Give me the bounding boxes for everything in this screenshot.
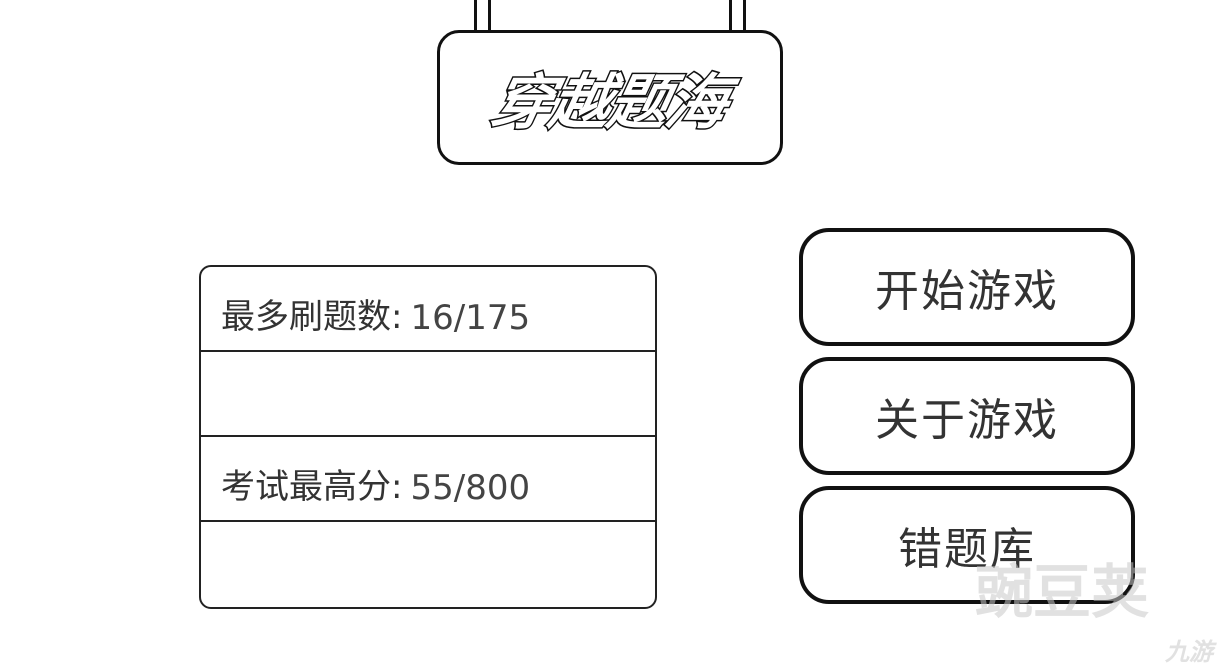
stats-panel: 最多刷题数:16/175 考试最高分:55/800 bbox=[199, 265, 657, 609]
stat-label: 最多刷题数: bbox=[221, 297, 403, 337]
watermark-wandoujia: 豌豆荚 bbox=[975, 558, 1150, 626]
stat-value: 16/175 bbox=[410, 298, 531, 338]
sign-post-right bbox=[729, 0, 746, 32]
stat-value: 55/800 bbox=[410, 468, 531, 508]
stat-row-max-questions: 最多刷题数:16/175 bbox=[201, 267, 655, 352]
sign-post-left bbox=[474, 0, 491, 32]
about-game-button[interactable]: 关于游戏 bbox=[799, 357, 1135, 475]
start-game-button[interactable]: 开始游戏 bbox=[799, 228, 1135, 346]
watermark-jiuyou: 九游 bbox=[1165, 638, 1213, 666]
stat-row-empty bbox=[201, 352, 655, 437]
game-title: 穿越题海 bbox=[484, 67, 734, 140]
mistake-bank-button[interactable]: 错题库 bbox=[799, 486, 1135, 604]
title-sign: 穿越题海 bbox=[437, 30, 783, 165]
stat-row-empty bbox=[201, 522, 655, 607]
stat-row-high-score: 考试最高分:55/800 bbox=[201, 437, 655, 522]
stat-label: 考试最高分: bbox=[221, 467, 403, 507]
